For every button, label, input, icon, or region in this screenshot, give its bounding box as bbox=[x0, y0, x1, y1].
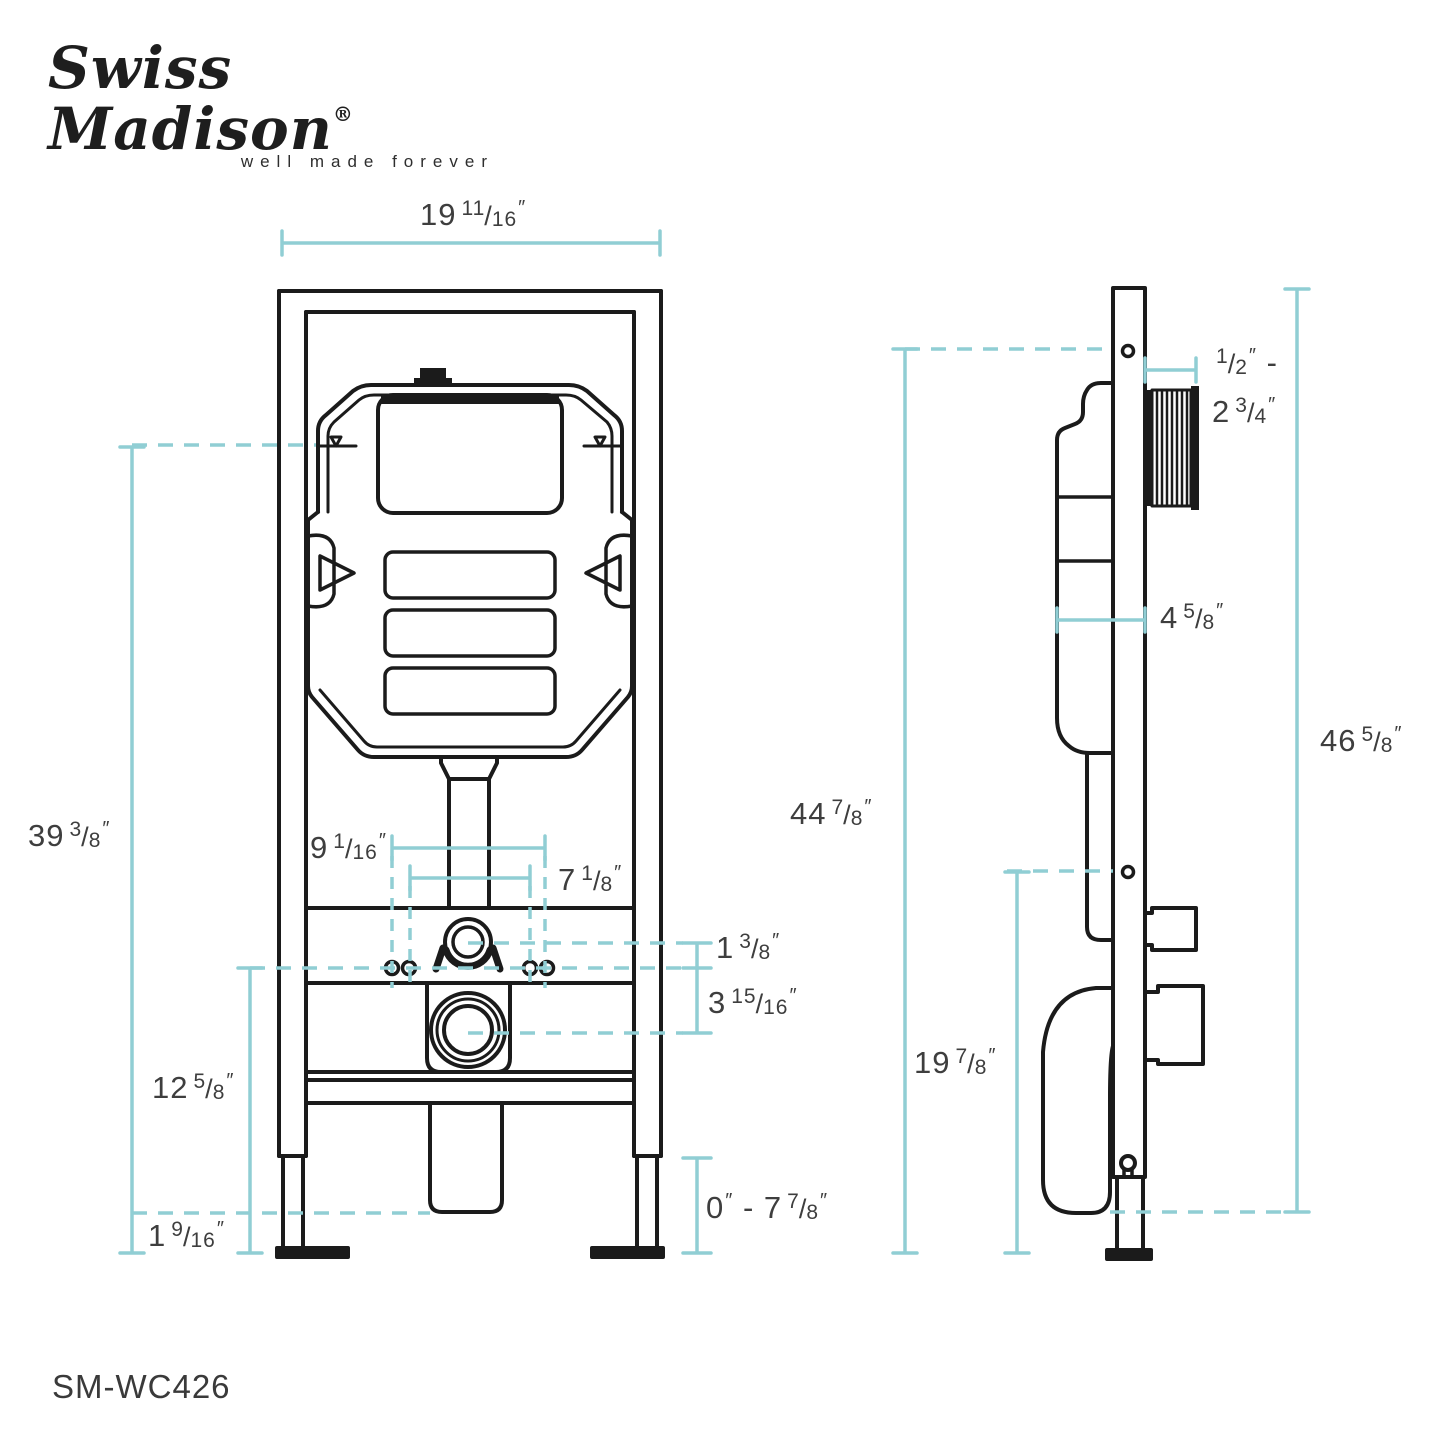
frame-left-rail bbox=[277, 289, 308, 1158]
right-foot-plate bbox=[590, 1246, 665, 1259]
side-supply-stub bbox=[1143, 906, 1198, 952]
dim-line-height-bolts bbox=[236, 966, 264, 1255]
wall-bracket-right-cap bbox=[1191, 386, 1199, 510]
frame-plate-edges bbox=[304, 906, 636, 985]
dim-line-height-lower-bolt bbox=[1003, 870, 1031, 1255]
left-foot-plate bbox=[275, 1246, 350, 1259]
extension-lines bbox=[132, 347, 1285, 1215]
supply-elbow-bracket bbox=[432, 944, 504, 973]
dim-line-top-width bbox=[280, 229, 662, 257]
wall-bracket-threads bbox=[1155, 389, 1189, 507]
side-tank-profile bbox=[1055, 381, 1115, 755]
dim-line-height-overall bbox=[1283, 287, 1311, 1214]
bottom-center-pipe bbox=[428, 1101, 504, 1214]
frame-right-rail bbox=[632, 289, 663, 1158]
side-tank-dividers bbox=[1055, 495, 1115, 563]
right-leg-insert bbox=[635, 1154, 659, 1250]
ext-bolt-drop-lines bbox=[390, 856, 547, 988]
water-level-left bbox=[316, 435, 358, 448]
brand-logo: Swiss Madison® well made forever bbox=[48, 38, 496, 172]
right-wing bbox=[604, 533, 634, 609]
tank-cover-inner bbox=[326, 393, 614, 514]
access-window-top-band bbox=[381, 396, 559, 404]
flush-pipe bbox=[439, 755, 499, 910]
model-number: SM-WC426 bbox=[52, 1368, 231, 1405]
tank-slot-3 bbox=[383, 666, 557, 716]
drain-ring-mid bbox=[435, 997, 501, 1063]
tank-body bbox=[306, 510, 634, 759]
brand-name: Swiss Madison® bbox=[48, 34, 354, 163]
tank-slot-2 bbox=[383, 608, 557, 658]
side-keyhole-slot bbox=[1122, 1167, 1134, 1179]
dim-line-tank-depth bbox=[1055, 606, 1147, 634]
registered-mark: ® bbox=[332, 101, 354, 126]
dim-line-bolt-span-inner bbox=[408, 864, 532, 892]
side-keyhole bbox=[1119, 1154, 1137, 1172]
dim-line-wall-distance bbox=[1143, 356, 1198, 384]
brand-tagline: well made forever bbox=[240, 151, 494, 171]
dim-line-bolt-span-outer bbox=[390, 834, 547, 862]
drain-box bbox=[425, 981, 512, 1074]
drain-ring-inner bbox=[442, 1004, 494, 1056]
side-bolt-hole-mid bbox=[1120, 864, 1136, 880]
left-wing bbox=[306, 533, 336, 609]
side-rail bbox=[1111, 286, 1147, 1179]
left-leg-insert bbox=[281, 1154, 305, 1250]
tank-body-inner-chamfer bbox=[318, 688, 622, 749]
dim-line-adjust-range bbox=[681, 1156, 713, 1255]
left-wing-arrow bbox=[318, 554, 356, 592]
dim-line-height-supply bbox=[891, 347, 919, 1255]
drain-ring-outer bbox=[429, 991, 507, 1069]
side-foot-plate bbox=[1105, 1248, 1153, 1261]
dim-line-height-water bbox=[118, 445, 146, 1255]
access-window bbox=[376, 393, 564, 515]
dim-line-supply-drain-offsets bbox=[681, 941, 713, 1035]
tank-slot-1 bbox=[383, 550, 557, 600]
water-level-right bbox=[582, 435, 624, 448]
side-drain-elbow bbox=[1041, 986, 1115, 1215]
side-flush-pipe bbox=[1085, 751, 1115, 942]
side-drain-stub bbox=[1143, 984, 1205, 1066]
right-wing-arrow bbox=[584, 554, 622, 592]
dimension-lines bbox=[118, 229, 1311, 1255]
side-bolt-hole-top bbox=[1120, 343, 1136, 359]
front-view-drawing bbox=[275, 289, 665, 1259]
frame-lower-bars bbox=[304, 1070, 636, 1105]
filler-cap bbox=[414, 368, 452, 386]
side-view-drawing bbox=[1041, 286, 1205, 1261]
dim-label-wall-distance-line1: 1/2″ - bbox=[1216, 345, 1278, 380]
tank-cover-outer bbox=[316, 383, 624, 514]
wall-bracket-left-cap bbox=[1146, 390, 1152, 506]
